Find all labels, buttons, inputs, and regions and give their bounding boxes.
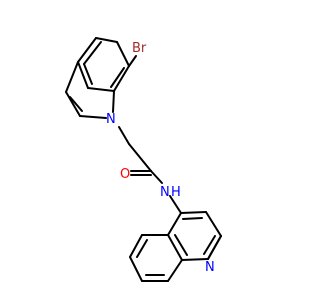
bond <box>128 55 137 67</box>
amide-hydrogen-label: H <box>171 185 181 200</box>
bond <box>174 234 188 256</box>
bond <box>118 126 130 145</box>
bond <box>150 170 163 184</box>
bond <box>167 234 183 261</box>
atom-labels: Br N O N H N <box>106 41 215 275</box>
bond <box>167 212 182 236</box>
bond <box>83 63 93 85</box>
bond <box>116 41 130 67</box>
bond <box>129 256 143 282</box>
bond <box>181 258 209 261</box>
bond <box>128 143 152 172</box>
molecule-structure: Br N O N H N <box>65 37 222 282</box>
amide-nitrogen-label: N <box>160 185 170 200</box>
bond <box>205 211 222 237</box>
bond <box>129 234 143 258</box>
bond <box>69 96 83 112</box>
bond <box>77 37 97 63</box>
bond <box>65 61 79 93</box>
bond <box>79 115 107 119</box>
bond-group <box>65 37 222 282</box>
bond <box>207 235 222 260</box>
bond <box>136 239 148 258</box>
bromine-atom-label: Br <box>132 41 147 56</box>
bond <box>180 211 207 214</box>
bond <box>167 259 183 282</box>
oxygen-atom-label: O <box>120 167 130 182</box>
bond <box>112 90 115 113</box>
quinoline-nitrogen-label: N <box>205 260 215 275</box>
bond <box>110 67 125 88</box>
bond <box>203 235 216 255</box>
bond <box>77 61 89 89</box>
bond <box>113 65 130 92</box>
bond <box>87 87 115 92</box>
bond <box>182 217 203 220</box>
bond <box>95 37 118 43</box>
bond <box>65 91 81 117</box>
bond <box>83 41 102 65</box>
bond <box>169 195 182 214</box>
indole-nitrogen-label: N <box>106 112 116 127</box>
